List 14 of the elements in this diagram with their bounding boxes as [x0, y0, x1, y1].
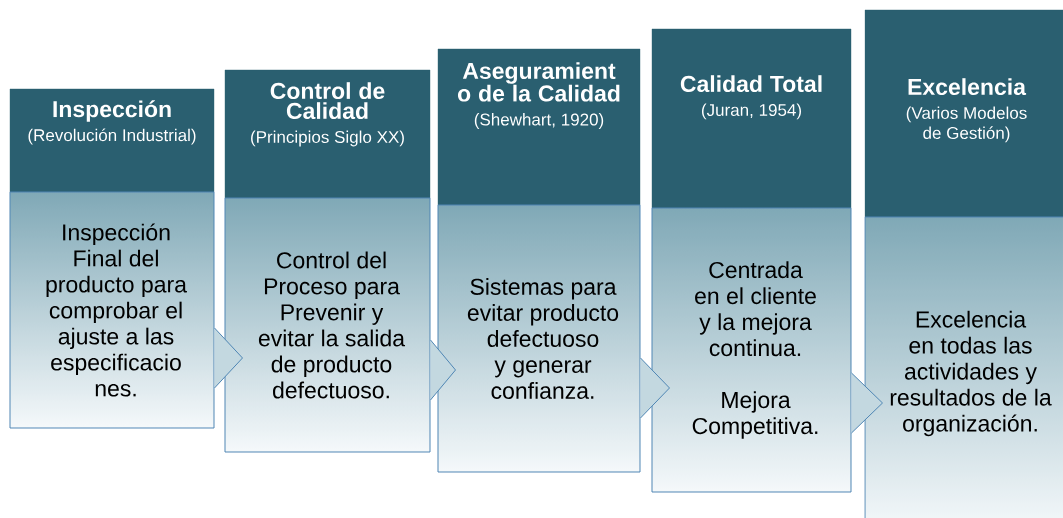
chevron-arrow — [640, 357, 670, 419]
stage-description-box: Centrada en el cliente y la mejora continua. Mejora Competitiva. — [651, 207, 852, 493]
stage-header-box: Calidad Total (Juran, 1954) — [651, 28, 852, 209]
stage-description-box: Sistemas para evitar producto defectuoso y generar confianza. — [437, 204, 641, 473]
chevron-arrow — [851, 372, 883, 434]
stage-description-box: Control del Proceso para Prevenir y evitar la salida de producto defectuoso. — [224, 197, 431, 453]
stage-description-box: Excelencia en todas las actividades y resultados de la organización. — [864, 216, 1063, 518]
stage-header-box: Aseguramient o de la Calidad (Shewhart, 1920) — [437, 48, 641, 206]
stage-header-box: Inspección (Revolución Industrial) — [9, 88, 215, 193]
chevron-arrow — [214, 327, 243, 389]
stage-description-box: Inspección Final del producto para comprobar el ajuste a las especificacio nes. — [9, 191, 215, 429]
chevron-arrow — [430, 339, 456, 401]
stage-header-box: Excelencia (Varios Modelos de Gestión) — [864, 9, 1063, 218]
stage-header-box: Control de Calidad (Principios Siglo XX) — [224, 69, 431, 199]
